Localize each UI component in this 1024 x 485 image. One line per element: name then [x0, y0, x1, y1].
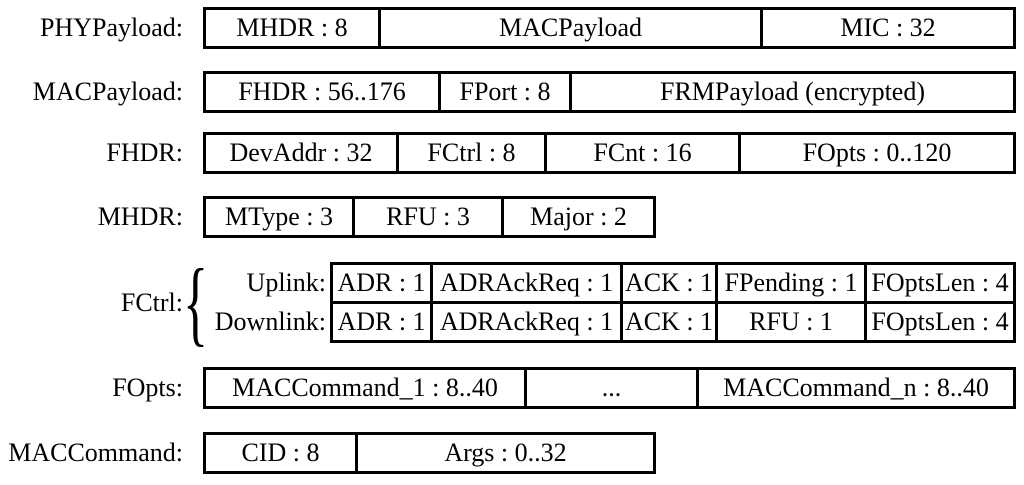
field-devaddr: DevAddr : 32 [229, 138, 373, 167]
row-label-fhdr: FHDR: [106, 138, 183, 167]
field-major: Major : 2 [501, 199, 653, 235]
field-downlink-ack: ACK : 1 [620, 304, 715, 340]
field-mtype: MType : 3 [225, 202, 333, 231]
row-label-fctrl: FCtrl: [120, 288, 183, 317]
uplink-label: Uplink: [246, 268, 326, 297]
field-frmpayload: FRMPayload (encrypted) [569, 74, 1013, 110]
field-uplink-ack: ACK : 1 [620, 265, 715, 301]
fctrl-bit-table: ADR : 1 ADRAckReq : 1 ACK : 1 FPending :… [330, 262, 1016, 343]
phypayload-row: MHDR : 8 MACPayload MIC : 32 [203, 7, 1016, 49]
fctrl-downlink-row: ADR : 1 ADRAckReq : 1 ACK : 1 RFU : 1 FO… [333, 301, 1013, 340]
field-macpayload: MACPayload [378, 10, 760, 46]
field-downlink-adr: ADR : 1 [337, 307, 426, 336]
field-fctrl: FCtrl : 8 [396, 135, 544, 171]
row-label-macpayload: MACPayload: [32, 77, 183, 106]
field-cid: CID : 8 [241, 438, 320, 467]
field-rfu: RFU : 3 [352, 199, 501, 235]
field-fport: FPort : 8 [438, 74, 569, 110]
field-fcnt: FCnt : 16 [544, 135, 738, 171]
fctrl-uplink-row: ADR : 1 ADRAckReq : 1 ACK : 1 FPending :… [333, 265, 1013, 301]
row-label-phypayload: PHYPayload: [40, 13, 183, 42]
field-maccommand-n: MACCommand_n : 8..40 [696, 370, 1013, 406]
fopts-row: MACCommand_1 : 8..40 ... MACCommand_n : … [203, 367, 1016, 409]
field-fhdr: FHDR : 56..176 [238, 77, 406, 106]
fhdr-row: DevAddr : 32 FCtrl : 8 FCnt : 16 FOpts :… [203, 132, 1016, 174]
mhdr-row: MType : 3 RFU : 3 Major : 2 [203, 196, 656, 238]
field-mic: MIC : 32 [760, 10, 1013, 46]
field-uplink-fpending: FPending : 1 [715, 265, 864, 301]
field-uplink-foptslen: FOptsLen : 4 [864, 265, 1013, 301]
field-downlink-rfu: RFU : 1 [715, 304, 864, 340]
row-label-fopts: FOpts: [112, 373, 183, 402]
field-downlink-adrackreq: ADRAckReq : 1 [430, 304, 620, 340]
field-mhdr: MHDR : 8 [236, 13, 348, 42]
field-maccommand-ellipsis: ... [524, 370, 696, 406]
field-fopts: FOpts : 0..120 [738, 135, 1013, 171]
row-label-mhdr: MHDR: [97, 202, 183, 231]
field-uplink-adrackreq: ADRAckReq : 1 [430, 265, 620, 301]
field-uplink-adr: ADR : 1 [337, 268, 426, 297]
field-downlink-foptslen: FOptsLen : 4 [864, 304, 1013, 340]
field-maccommand-1: MACCommand_1 : 8..40 [232, 373, 498, 402]
macpayload-row: FHDR : 56..176 FPort : 8 FRMPayload (enc… [203, 71, 1016, 113]
maccommand-row: CID : 8 Args : 0..32 [203, 432, 656, 474]
downlink-label: Downlink: [214, 307, 326, 336]
field-args: Args : 0..32 [355, 435, 653, 471]
row-label-maccommand: MACCommand: [8, 438, 183, 467]
